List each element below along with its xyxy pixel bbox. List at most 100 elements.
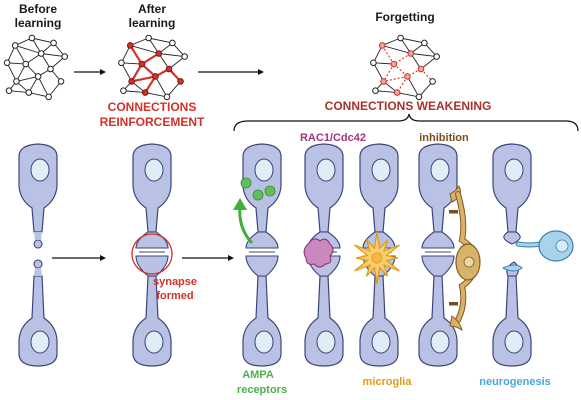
network-node	[13, 78, 20, 85]
network-node	[5, 87, 13, 94]
network-node	[417, 65, 425, 73]
presynaptic-terminal	[245, 231, 279, 249]
network-edge	[37, 76, 50, 98]
inhibition-label: inhibition	[419, 132, 469, 144]
arrow-after-to-forgetting	[198, 69, 264, 75]
presynaptic-terminal	[421, 231, 455, 249]
network-edge	[121, 62, 132, 82]
microglia-nucleus	[371, 252, 383, 264]
network-after-learning	[118, 34, 188, 101]
network-node	[165, 65, 173, 73]
network-edge	[41, 53, 65, 58]
upper-neuron-soma	[18, 143, 58, 233]
network-node	[390, 60, 398, 68]
upper-neuron-nucleus	[254, 158, 274, 182]
network-node	[145, 34, 152, 42]
network-edge	[373, 62, 384, 82]
network-node	[138, 60, 146, 68]
network-edge	[166, 81, 181, 98]
upper-neuron-nucleus	[504, 158, 524, 182]
neuron-pair	[242, 143, 282, 367]
lower-neuron-nucleus	[371, 330, 391, 354]
network-edge	[130, 37, 149, 46]
network-edge	[141, 52, 160, 65]
network-edge	[31, 37, 54, 44]
lower-neuron-nucleus	[430, 330, 450, 354]
lower-neuron-nucleus	[316, 330, 336, 354]
network-node	[25, 89, 33, 96]
network-node	[380, 78, 387, 85]
arrow-neuron-1-to-2	[52, 255, 106, 261]
inhibitory-interneuron	[449, 184, 481, 332]
synapse-formed-label-line1: synapse	[153, 276, 197, 288]
forgetting-label: Forgetting	[375, 10, 434, 24]
network-before-learning	[3, 34, 69, 101]
network-edge	[48, 81, 62, 98]
network-edge	[396, 76, 408, 93]
network-node	[118, 59, 125, 67]
upper-neuron-soma	[492, 143, 532, 233]
network-node	[372, 87, 379, 94]
network-edge	[16, 76, 39, 82]
network-node	[169, 39, 176, 47]
microglia-label: microglia	[363, 376, 413, 388]
network-node	[163, 93, 171, 101]
network-node	[34, 73, 42, 80]
upper-neuron-nucleus	[316, 158, 336, 182]
network-edge	[400, 37, 425, 44]
upper-neuron-nucleus	[371, 158, 391, 182]
dendrite-stub	[34, 268, 42, 276]
network-edge	[15, 45, 42, 54]
lower-neuron-nucleus	[144, 330, 164, 354]
network-edge	[8, 90, 29, 94]
neuron-pair	[418, 143, 458, 367]
network-node	[120, 87, 127, 94]
network-edge	[382, 45, 411, 54]
synapse-highlight-circle	[131, 233, 173, 275]
after-learning-label-line1: After	[138, 2, 166, 16]
lower-neuron-nucleus	[30, 330, 50, 354]
network-edge	[130, 63, 143, 82]
rac1-cdc42-label: RAC1/Cdc42	[300, 132, 366, 144]
network-edge	[6, 62, 17, 82]
weakening-brace	[233, 113, 579, 132]
ampa-receptors-label-line2: receptors	[237, 384, 287, 396]
upper-neuron-soma	[132, 143, 172, 233]
network-edge	[397, 92, 420, 98]
network-node	[22, 60, 30, 68]
network-node	[3, 59, 11, 67]
network-node	[141, 89, 149, 96]
after-learning-label-line2: learning	[129, 16, 176, 30]
network-edge	[28, 92, 49, 98]
postsynaptic-terminal	[245, 255, 279, 277]
before-learning-label-line2: learning	[15, 16, 62, 30]
weakening-heading: CONNECTIONS WEAKENING	[325, 99, 492, 113]
ampa-receptors-cluster	[240, 177, 276, 201]
arrow-before-to-after	[74, 69, 106, 75]
network-node	[50, 39, 57, 47]
neuron-pair	[18, 143, 58, 367]
neuron-columns	[18, 143, 532, 367]
network-node	[177, 78, 184, 85]
network-node	[61, 53, 69, 60]
network-edge	[148, 37, 173, 44]
network-edge	[155, 76, 168, 98]
network-edge	[145, 92, 168, 98]
upper-neuron-soma	[242, 143, 282, 233]
network-node	[397, 34, 404, 42]
network-node	[181, 53, 188, 60]
postsynaptic-terminal	[421, 255, 455, 277]
network-node	[11, 42, 19, 49]
network-node	[433, 53, 440, 60]
network-node	[57, 78, 65, 85]
network-node	[378, 42, 386, 49]
network-node	[37, 50, 45, 57]
network-edge	[14, 45, 27, 65]
neuron-pair	[304, 143, 344, 367]
network-edge	[129, 44, 143, 65]
network-forgetting	[370, 34, 440, 101]
network-node	[126, 42, 134, 49]
network-node	[429, 78, 436, 85]
ampa-receptors-label-line1: AMPA	[242, 369, 274, 381]
